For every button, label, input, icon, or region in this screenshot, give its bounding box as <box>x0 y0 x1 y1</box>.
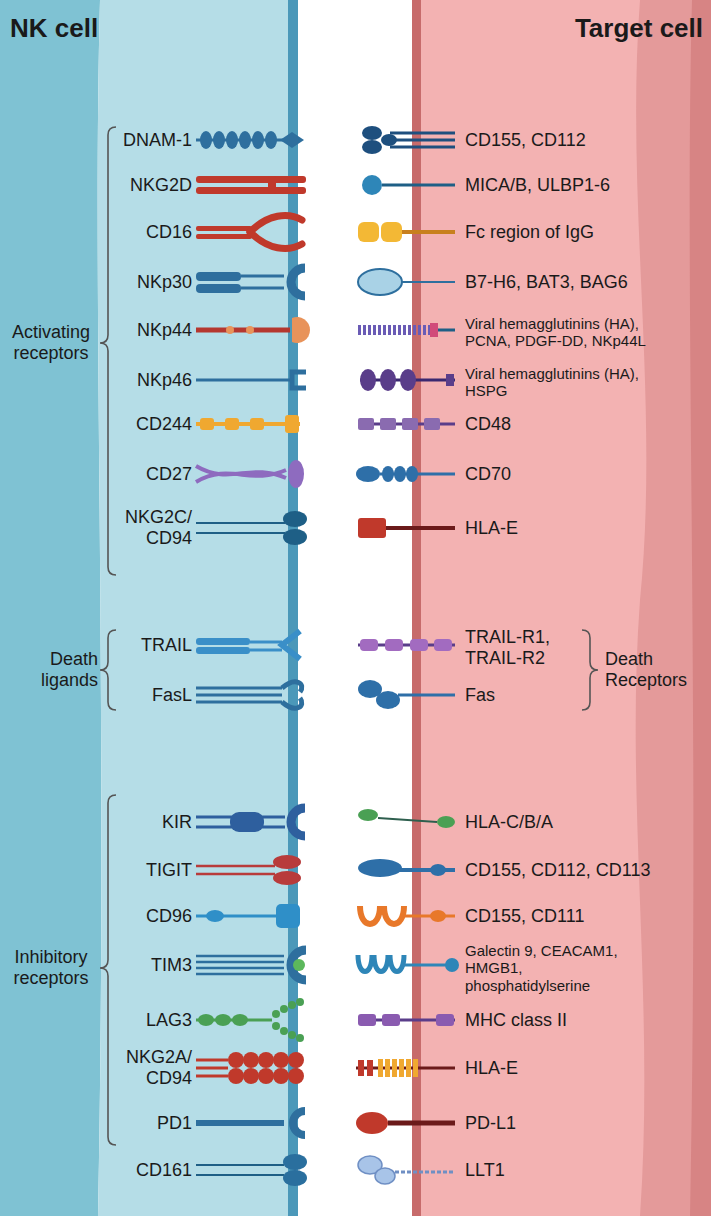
receptor-label-box: PD1 <box>116 1113 192 1134</box>
receptor-label: NKG2C/ CD94 <box>116 507 192 548</box>
ligand-label-box: CD48 <box>465 414 705 435</box>
receptor-label-box: TIM3 <box>116 955 192 976</box>
ligand-label-box: HLA-E <box>465 518 705 539</box>
group-label-box: Death ligands <box>10 649 98 690</box>
ligand-label: B7-H6, BAT3, BAG6 <box>465 272 705 293</box>
ligand-label: Viral hemagglutinins (HA), HSPG <box>465 365 665 400</box>
receptor-label-box: NKG2C/ CD94 <box>116 507 192 548</box>
ligand-label: CD155, CD112, CD113 <box>465 860 705 881</box>
ligand-label: CD70 <box>465 464 705 485</box>
receptor-label-box: FasL <box>116 685 192 706</box>
receptor-label: TRAIL <box>116 635 192 656</box>
receptor-label-box: CD244 <box>116 414 192 435</box>
ligand-label: HLA-E <box>465 518 705 539</box>
receptor-label: FasL <box>116 685 192 706</box>
receptor-label: LAG3 <box>116 1010 192 1031</box>
ligand-label-box: Viral hemagglutinins (HA), HSPG <box>465 365 665 400</box>
ligand-label: PD-L1 <box>465 1113 705 1134</box>
ligand-label-box: CD155, CD112 <box>465 130 705 151</box>
ligand-label-box: CD70 <box>465 464 705 485</box>
ligand-label: CD155, CD112 <box>465 130 705 151</box>
ligand-label: Viral hemagglutinins (HA), PCNA, PDGF-DD… <box>465 315 665 350</box>
receptor-label-box: LAG3 <box>116 1010 192 1031</box>
group-label: Activating receptors <box>4 322 98 363</box>
group-label: Death Receptors <box>605 649 705 690</box>
ligand-label-box: Fc region of IgG <box>465 222 705 243</box>
receptor-label: NKG2A/ CD94 <box>116 1047 192 1088</box>
receptor-label: PD1 <box>116 1113 192 1134</box>
ligand-label: TRAIL-R1, TRAIL-R2 <box>465 627 575 668</box>
ligand-label-box: CD155, CD112, CD113 <box>465 860 705 881</box>
receptor-label-box: CD96 <box>116 906 192 927</box>
ligand-label-box: TRAIL-R1, TRAIL-R2 <box>465 627 575 668</box>
receptor-label: CD244 <box>116 414 192 435</box>
ligand-label-box: PD-L1 <box>465 1113 705 1134</box>
group-label-box: Inhibitory receptors <box>4 947 98 988</box>
group-label: Death ligands <box>10 649 98 690</box>
ligand-label: HLA-E <box>465 1058 705 1079</box>
ligand-label: HLA-C/B/A <box>465 812 705 833</box>
receptor-label-box: NKG2D <box>116 175 192 196</box>
ligand-label-box: LLT1 <box>465 1160 705 1181</box>
receptor-label-box: NKp46 <box>116 370 192 391</box>
receptor-label: CD161 <box>116 1160 192 1181</box>
ligand-label: Fc region of IgG <box>465 222 705 243</box>
receptor-label-box: KIR <box>116 812 192 833</box>
ligand-label-box: HLA-E <box>465 1058 705 1079</box>
receptor-label: CD16 <box>116 222 192 243</box>
receptor-label: KIR <box>116 812 192 833</box>
receptor-label-box: TIGIT <box>116 860 192 881</box>
receptor-label-box: NKp44 <box>116 320 192 341</box>
receptor-label-box: DNAM-1 <box>116 130 192 151</box>
receptor-label-box: CD161 <box>116 1160 192 1181</box>
receptor-label-box: NKp30 <box>116 272 192 293</box>
ligand-label-box: CD155, CD111 <box>465 906 705 927</box>
receptor-label: NKp44 <box>116 320 192 341</box>
ligand-label-box: Galectin 9, CEACAM1, HMGB1, phosphatidyl… <box>465 942 640 994</box>
group-label-box: Activating receptors <box>4 322 98 363</box>
ligand-label-box: MICA/B, ULBP1-6 <box>465 175 705 196</box>
receptor-label-box: NKG2A/ CD94 <box>116 1047 192 1088</box>
ligand-label-box: MHC class II <box>465 1010 705 1031</box>
ligand-label: MHC class II <box>465 1010 705 1031</box>
receptor-label-box: CD16 <box>116 222 192 243</box>
receptor-label: DNAM-1 <box>116 130 192 151</box>
ligand-label: MICA/B, ULBP1-6 <box>465 175 705 196</box>
ligand-label: CD155, CD111 <box>465 906 705 927</box>
ligand-label: LLT1 <box>465 1160 705 1181</box>
ligand-label-box: B7-H6, BAT3, BAG6 <box>465 272 705 293</box>
ligand-label-box: Viral hemagglutinins (HA), PCNA, PDGF-DD… <box>465 315 665 350</box>
ligand-label: CD48 <box>465 414 705 435</box>
cell-title: Target cell <box>420 14 703 44</box>
ligand-label-box: HLA-C/B/A <box>465 812 705 833</box>
cell-title: NK cell <box>10 14 288 44</box>
receptor-label: CD96 <box>116 906 192 927</box>
receptor-label: NKp30 <box>116 272 192 293</box>
receptor-label-box: CD27 <box>116 464 192 485</box>
ligand-label: Galectin 9, CEACAM1, HMGB1, phosphatidyl… <box>465 942 640 994</box>
receptor-label: CD27 <box>116 464 192 485</box>
receptor-label-box: TRAIL <box>116 635 192 656</box>
group-label-box: Death Receptors <box>605 649 705 690</box>
receptor-label: TIGIT <box>116 860 192 881</box>
receptor-label: NKp46 <box>116 370 192 391</box>
receptor-label: TIM3 <box>116 955 192 976</box>
receptor-label: NKG2D <box>116 175 192 196</box>
group-label: Inhibitory receptors <box>4 947 98 988</box>
